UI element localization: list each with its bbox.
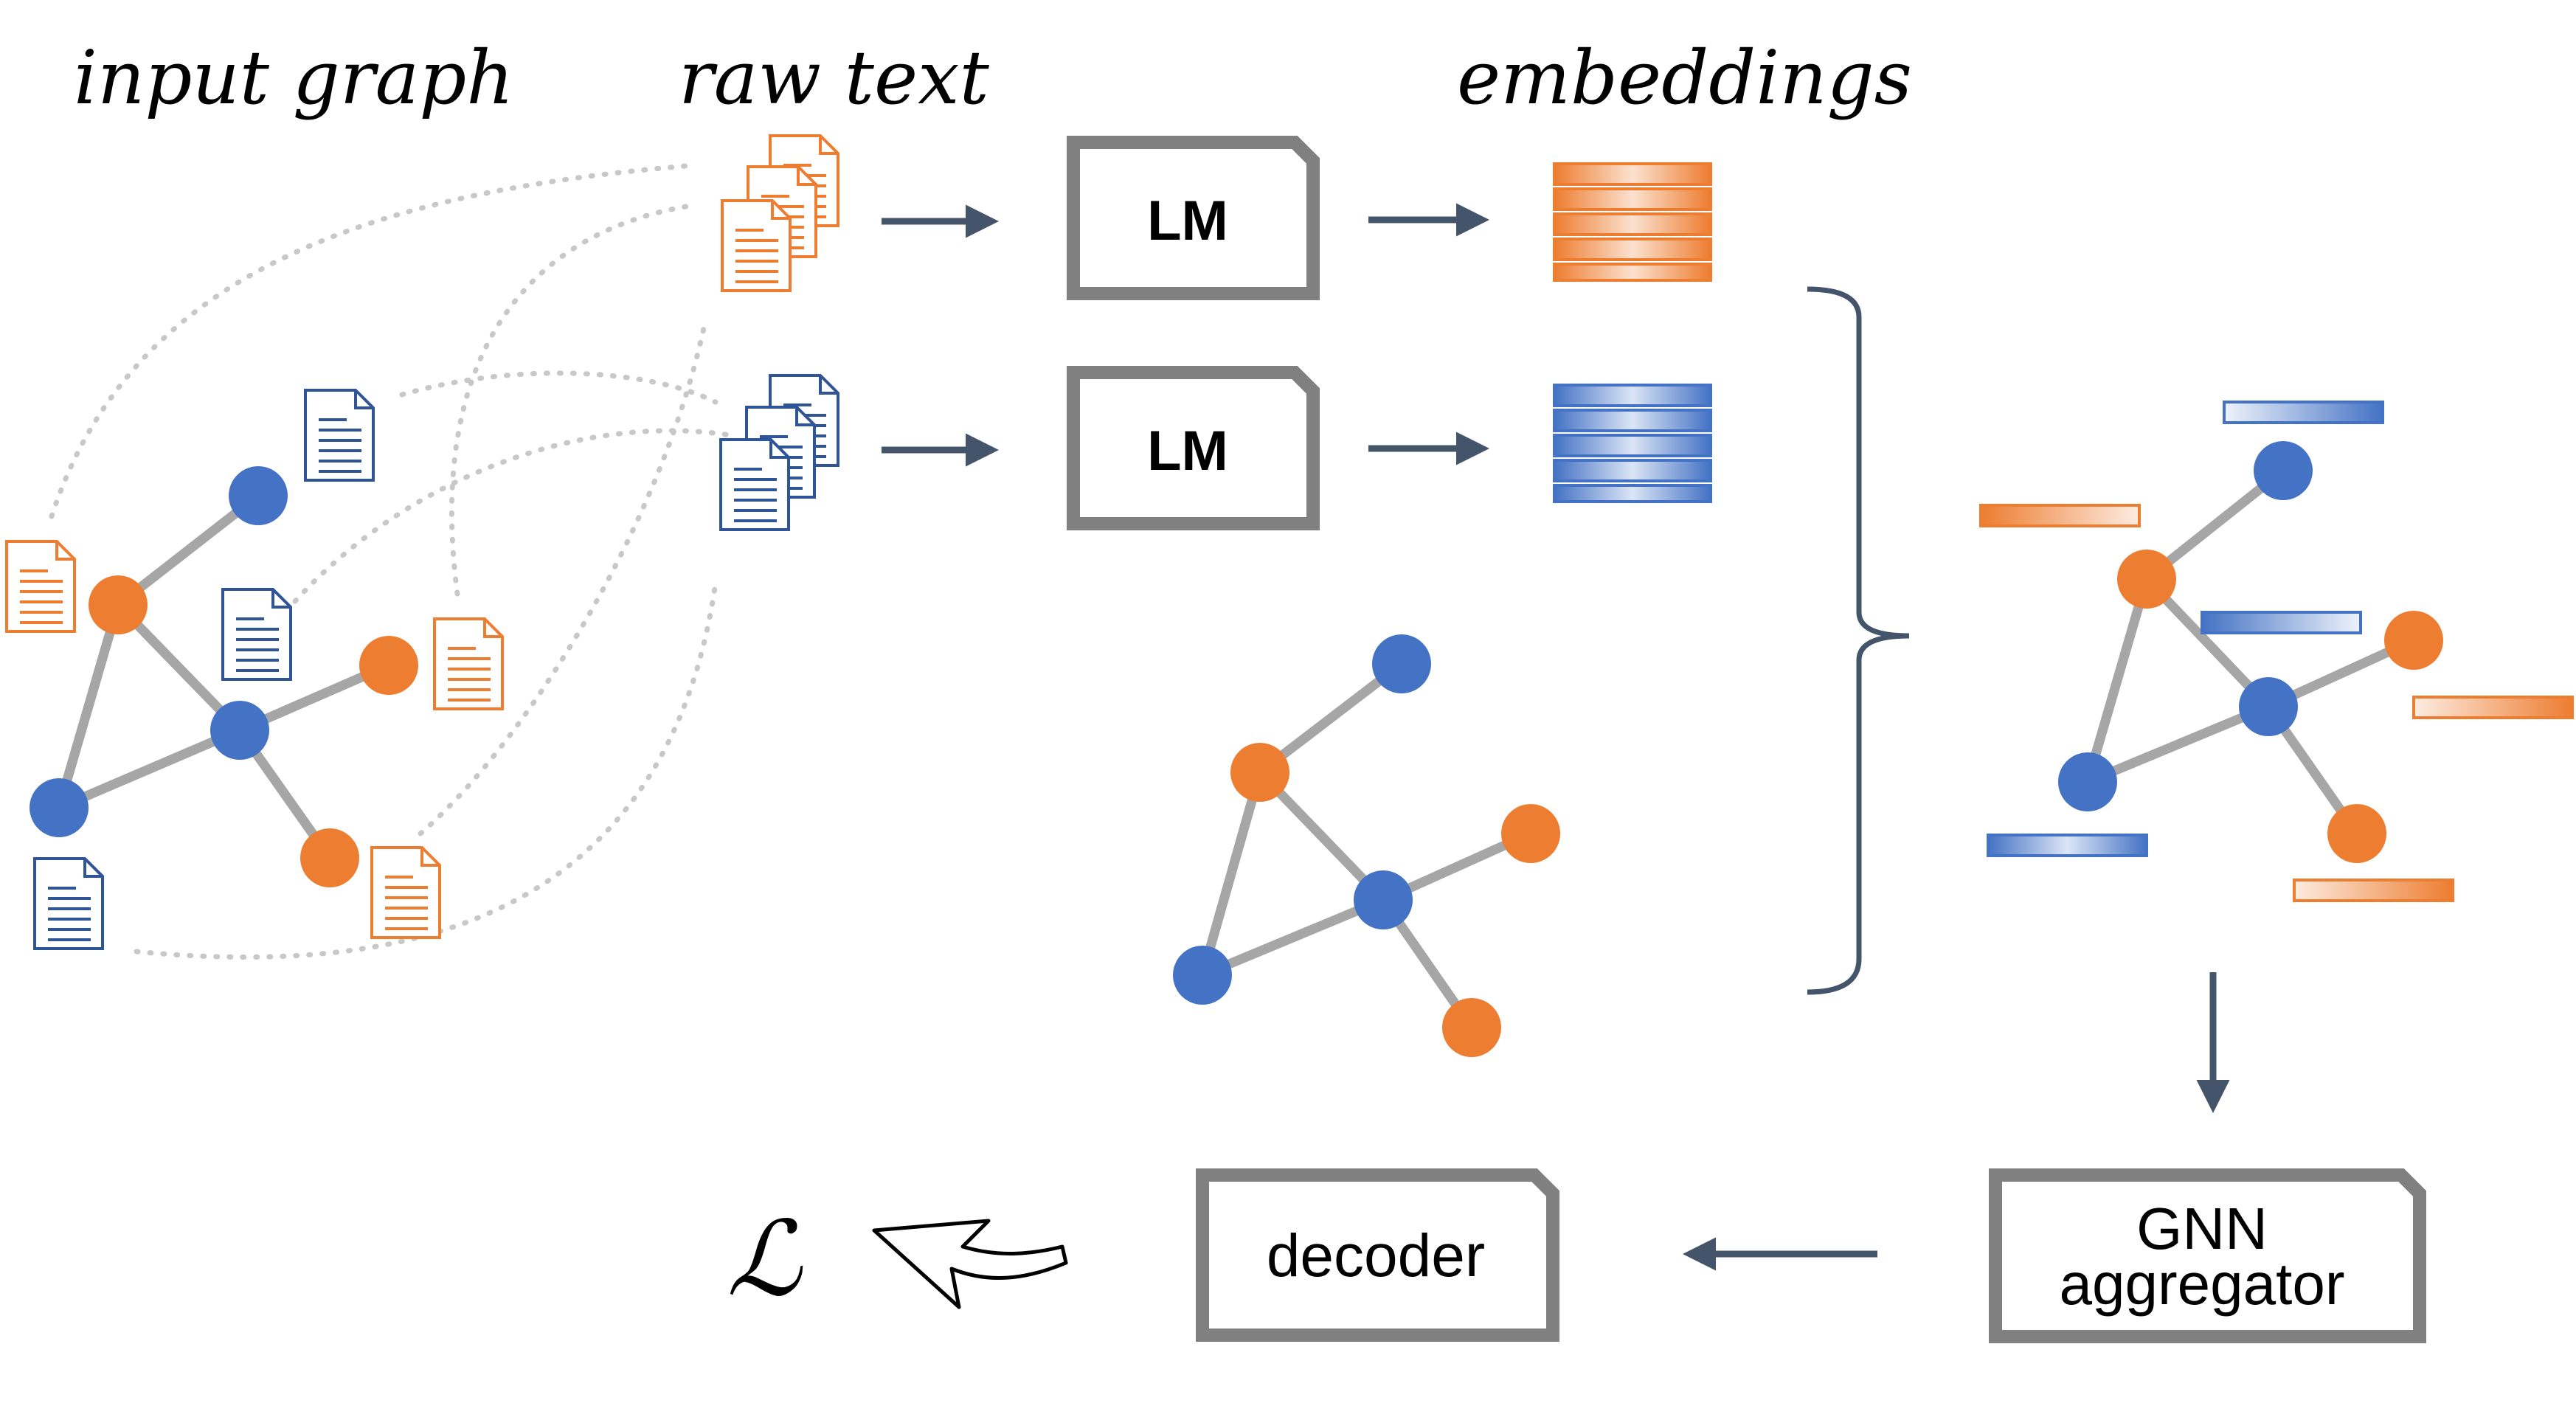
document-stack-icon — [721, 134, 839, 292]
decoder-label: decoder — [1267, 1222, 1485, 1289]
input-graph — [5, 389, 504, 950]
dotted-connectors — [49, 163, 733, 960]
gnn-label-line1: GNN — [2136, 1196, 2268, 1261]
graph-node-orange — [2384, 611, 2443, 670]
graph-node-orange — [1442, 998, 1501, 1057]
curved-arrow-icon — [872, 1219, 1068, 1309]
graph-node-orange — [300, 828, 359, 887]
gnn-label-line2: aggregator — [2060, 1251, 2345, 1317]
graph-node-blue — [2058, 752, 2117, 811]
embedding-bar — [2412, 696, 2574, 719]
graph-node-orange — [1230, 743, 1289, 802]
loss-symbol: ℒ — [727, 1199, 803, 1320]
embedding-bar — [2293, 879, 2454, 902]
embedding-bar — [2201, 611, 2362, 634]
document-icon — [221, 588, 292, 681]
graph-node-blue — [2254, 441, 2313, 500]
graph-node-orange — [359, 636, 418, 695]
graph-node-orange — [1501, 804, 1560, 863]
graph-node-blue — [1354, 870, 1413, 929]
arrow-icon — [882, 203, 1489, 467]
graph-node-blue — [229, 466, 288, 525]
embedding-bar — [1979, 504, 2141, 527]
input-graph-label: input graph — [74, 35, 514, 121]
lm-box-top: LM — [1067, 136, 1320, 300]
embedded-graph — [1979, 401, 2574, 902]
lm-box-bottom: LM — [1067, 366, 1320, 530]
document-icon — [5, 540, 76, 633]
graph-node-blue — [30, 778, 89, 837]
decoder-box: decoder — [1196, 1168, 1559, 1342]
document-icon — [33, 857, 104, 950]
raw-text-label: raw text — [679, 35, 990, 121]
graph-node-orange — [89, 575, 148, 634]
embedding-bar — [1987, 834, 2148, 857]
graph-node-orange — [2117, 550, 2176, 609]
document-icon — [304, 389, 375, 482]
right-brace — [1807, 286, 1910, 995]
embeddings-label: embeddings — [1457, 35, 1912, 121]
graph-node-orange — [2327, 804, 2386, 863]
document-stack-icon — [719, 374, 839, 531]
graph-node-blue — [2239, 677, 2298, 736]
gnn-aggregator-box: GNN aggregator — [1989, 1168, 2426, 1343]
graph-node-blue — [1173, 946, 1232, 1005]
middle-graph — [1173, 634, 1560, 1057]
embedding-stack-orange — [1553, 162, 1712, 282]
document-icon — [370, 846, 441, 939]
embedding-bar — [2223, 401, 2384, 424]
embedding-stack-blue — [1553, 384, 1712, 503]
document-icon — [433, 617, 504, 710]
lm-label: LM — [1147, 190, 1228, 252]
graph-node-blue — [1372, 634, 1431, 693]
lm-label: LM — [1147, 420, 1228, 482]
graph-node-blue — [210, 701, 269, 760]
